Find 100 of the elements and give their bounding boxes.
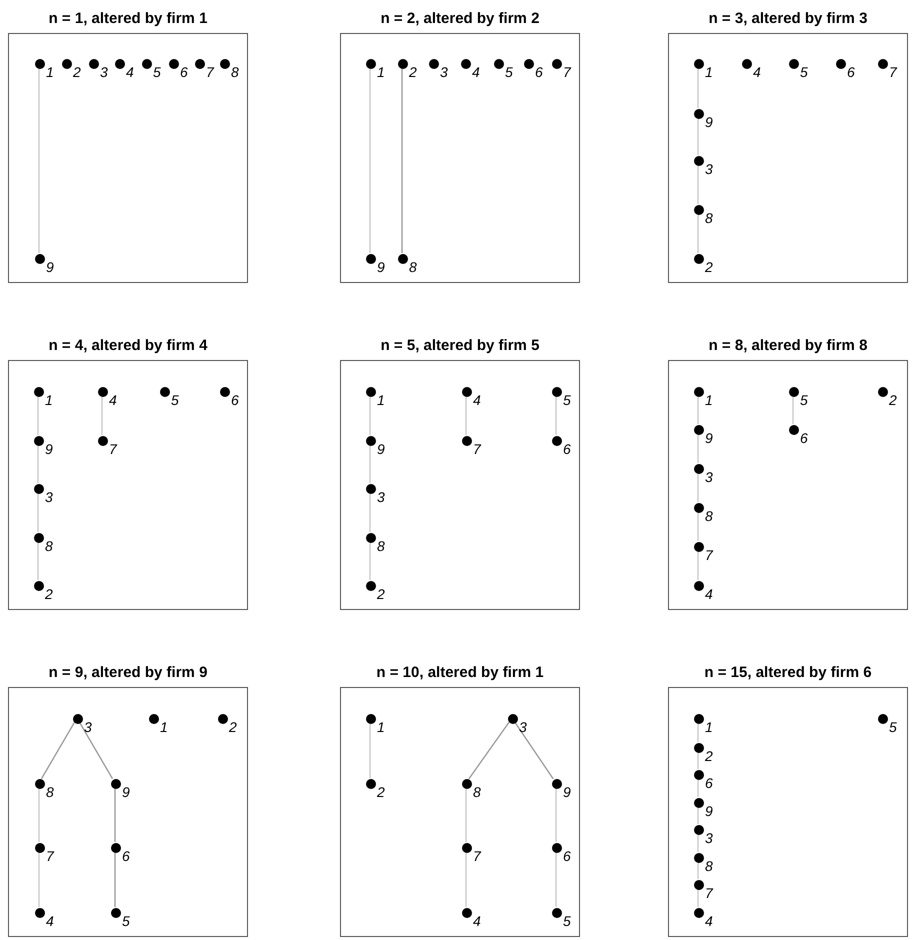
connector-line (369, 542, 371, 580)
connector-line (40, 722, 76, 780)
connector-line (369, 396, 371, 435)
connector-line (697, 752, 699, 769)
dot-marker (111, 908, 121, 918)
dot-marker (552, 779, 562, 789)
node-number: 5 (563, 393, 571, 407)
connector-line (697, 779, 699, 797)
node-number: 2 (73, 65, 81, 79)
dot-marker (34, 484, 44, 494)
node-number: 7 (563, 65, 571, 79)
node-number: 1 (705, 720, 713, 734)
dot-marker (836, 59, 846, 69)
dot-marker (111, 779, 121, 789)
dot-marker (366, 59, 376, 69)
dot-marker (34, 436, 44, 446)
node-number: 8 (473, 785, 481, 799)
dot-marker (34, 581, 44, 591)
dot-marker (398, 59, 408, 69)
node-number: 2 (409, 65, 417, 79)
dot-marker (169, 59, 179, 69)
connector-line (555, 396, 557, 435)
node-number: 7 (705, 548, 713, 562)
connector-line (792, 396, 794, 424)
dot-marker (694, 770, 704, 780)
dot-marker (73, 714, 83, 724)
node-number: 8 (705, 211, 713, 225)
connector-line (697, 473, 699, 502)
connector-line (37, 445, 39, 483)
dot-marker (694, 853, 704, 863)
dot-marker (34, 387, 44, 397)
node-number: 3 (84, 720, 92, 734)
dot-marker (111, 843, 121, 853)
dot-marker (366, 387, 376, 397)
dot-marker (220, 387, 230, 397)
connector-line (101, 396, 103, 435)
panel-title: n = 4, altered by firm 4 (48, 337, 208, 354)
node-number: 7 (473, 442, 481, 456)
connector-line (465, 852, 467, 907)
connector-line (697, 165, 699, 204)
dot-marker (694, 542, 704, 552)
node-number: 4 (473, 393, 481, 407)
connector-line (369, 445, 371, 483)
node-number: 7 (46, 849, 54, 863)
dot-marker (462, 387, 472, 397)
node-number: 7 (473, 849, 481, 863)
node-number: 1 (377, 393, 385, 407)
node-number: 4 (753, 65, 761, 79)
dot-marker (35, 254, 45, 264)
panel-title: n = 1, altered by firm 1 (48, 10, 208, 27)
connector-line (369, 493, 371, 532)
dot-marker (34, 533, 44, 543)
dot-marker (494, 59, 504, 69)
dot-marker (35, 779, 45, 789)
dot-marker (694, 425, 704, 435)
dot-marker (789, 59, 799, 69)
dot-marker (694, 464, 704, 474)
node-number: 4 (705, 914, 713, 928)
connector-line (697, 68, 699, 108)
node-number: 3 (705, 470, 713, 484)
dot-marker (694, 503, 704, 513)
node-number: 4 (126, 65, 134, 79)
connector-line (114, 852, 116, 907)
dot-marker (694, 908, 704, 918)
dot-marker (552, 908, 562, 918)
dot-marker (552, 59, 562, 69)
node-number: 1 (705, 65, 713, 79)
dot-marker (552, 436, 562, 446)
dot-marker (694, 880, 704, 890)
dot-marker (142, 59, 152, 69)
node-number: 8 (409, 260, 417, 274)
node-number: 2 (705, 260, 713, 274)
dot-marker (789, 425, 799, 435)
node-number: 1 (377, 65, 385, 79)
connector-line (697, 512, 699, 541)
connector-line (465, 788, 467, 842)
node-number: 1 (46, 65, 54, 79)
node-number: 9 (377, 260, 385, 274)
dot-marker (694, 387, 704, 397)
node-number: 1 (45, 393, 53, 407)
panel-title: n = 5, altered by firm 5 (380, 337, 540, 354)
node-number: 9 (705, 431, 713, 445)
panel-title: n = 2, altered by firm 2 (380, 10, 540, 27)
connector-line (514, 722, 554, 780)
dot-marker (149, 714, 159, 724)
panel-title: n = 8, altered by firm 8 (708, 337, 868, 354)
node-number: 2 (229, 720, 237, 734)
node-number: 6 (122, 849, 130, 863)
dot-marker (195, 59, 205, 69)
dot-marker (694, 109, 704, 119)
node-number: 6 (535, 65, 543, 79)
connector-line (38, 788, 40, 842)
dot-marker (694, 156, 704, 166)
node-number: 5 (800, 65, 808, 79)
node-number: 3 (519, 720, 527, 734)
node-number: 3 (705, 831, 713, 845)
dot-marker (524, 59, 534, 69)
dot-marker (429, 59, 439, 69)
connector-line (697, 551, 699, 580)
node-number: 8 (46, 785, 54, 799)
